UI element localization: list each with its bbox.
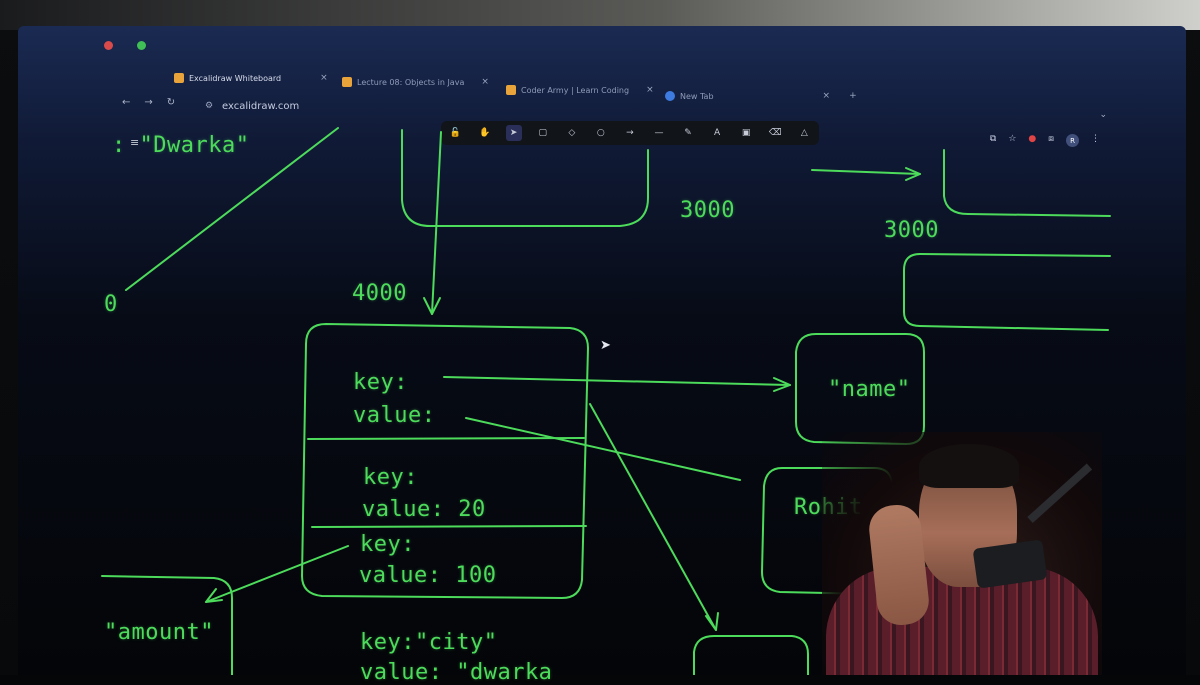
lock-icon[interactable]: 🔓 (449, 128, 462, 138)
reload-icon[interactable]: ↻ (166, 97, 190, 108)
tab-excalidraw[interactable]: Excalidraw Whiteboard × (174, 68, 328, 88)
avatar[interactable]: R (1066, 134, 1079, 147)
new-tab-button[interactable]: + (849, 91, 857, 101)
tab-title: Coder Army | Learn Coding (521, 85, 630, 95)
tab-title: New Tab (680, 91, 714, 101)
line-icon[interactable]: — (654, 128, 664, 138)
eraser-icon[interactable]: ⌫ (768, 128, 782, 138)
diamond-icon[interactable]: ◇ (568, 128, 576, 138)
tab-new[interactable]: New Tab × + (665, 86, 857, 106)
hand-icon[interactable]: ✋ (478, 128, 491, 138)
chrome-icon (665, 91, 675, 101)
extension-icons: ⧉ ☆ ● ⧈ R ⋮ (990, 134, 1100, 147)
close-icon[interactable]: × (320, 73, 328, 83)
extension-red-icon[interactable]: ● (1028, 134, 1037, 144)
pointer-cursor-icon: ➤ (600, 338, 611, 353)
arrow-icon[interactable]: → (626, 128, 634, 138)
more-icon[interactable]: ⋮ (1091, 134, 1100, 144)
nav-buttons: ←→↻ (122, 97, 189, 108)
pencil-icon[interactable]: ✎ (684, 128, 692, 138)
site-info-icon[interactable]: ⚙ (205, 101, 214, 111)
rectangle-icon[interactable]: ▢ (538, 128, 547, 138)
pointer-icon[interactable]: ➤ (505, 125, 522, 141)
text-icon[interactable]: A (714, 128, 721, 138)
window-close-dot[interactable] (104, 41, 113, 50)
puzzle-icon[interactable]: ⧈ (1048, 134, 1054, 144)
excalidraw-toolbar: 🔓 ✋ ➤ ▢ ◇ ○ → — ✎ A ▣ ⌫ △ (441, 121, 819, 145)
ellipse-icon[interactable]: ○ (596, 128, 605, 138)
close-icon[interactable]: × (646, 85, 654, 95)
close-icon[interactable]: × (481, 77, 489, 87)
cast-icon[interactable]: ⧉ (989, 134, 997, 144)
tab-title: Excalidraw Whiteboard (189, 73, 282, 83)
excalidraw-icon (174, 73, 184, 83)
hamburger-menu-icon[interactable]: ≡ (130, 136, 140, 149)
star-icon[interactable]: ☆ (1008, 134, 1017, 144)
tab-title: Lecture 08: Objects in Java (357, 77, 465, 87)
doc-icon (342, 77, 352, 87)
address-bar[interactable]: excalidraw.com (222, 101, 300, 112)
shapes-icon[interactable]: △ (800, 128, 808, 138)
tab-coder-army[interactable]: Coder Army | Learn Coding × (506, 80, 654, 100)
image-icon[interactable]: ▣ (741, 128, 751, 138)
chevron-down-icon[interactable]: ⌄ (1099, 110, 1107, 120)
close-icon[interactable]: × (822, 91, 831, 101)
background-wall (0, 0, 1200, 30)
coder-army-icon (506, 85, 516, 95)
tab-lecture[interactable]: Lecture 08: Objects in Java × (342, 72, 489, 92)
forward-icon[interactable]: → (144, 97, 167, 108)
window-maximize-dot[interactable] (137, 41, 146, 50)
webcam-person-hair (919, 444, 1019, 488)
back-icon[interactable]: ← (122, 97, 145, 108)
